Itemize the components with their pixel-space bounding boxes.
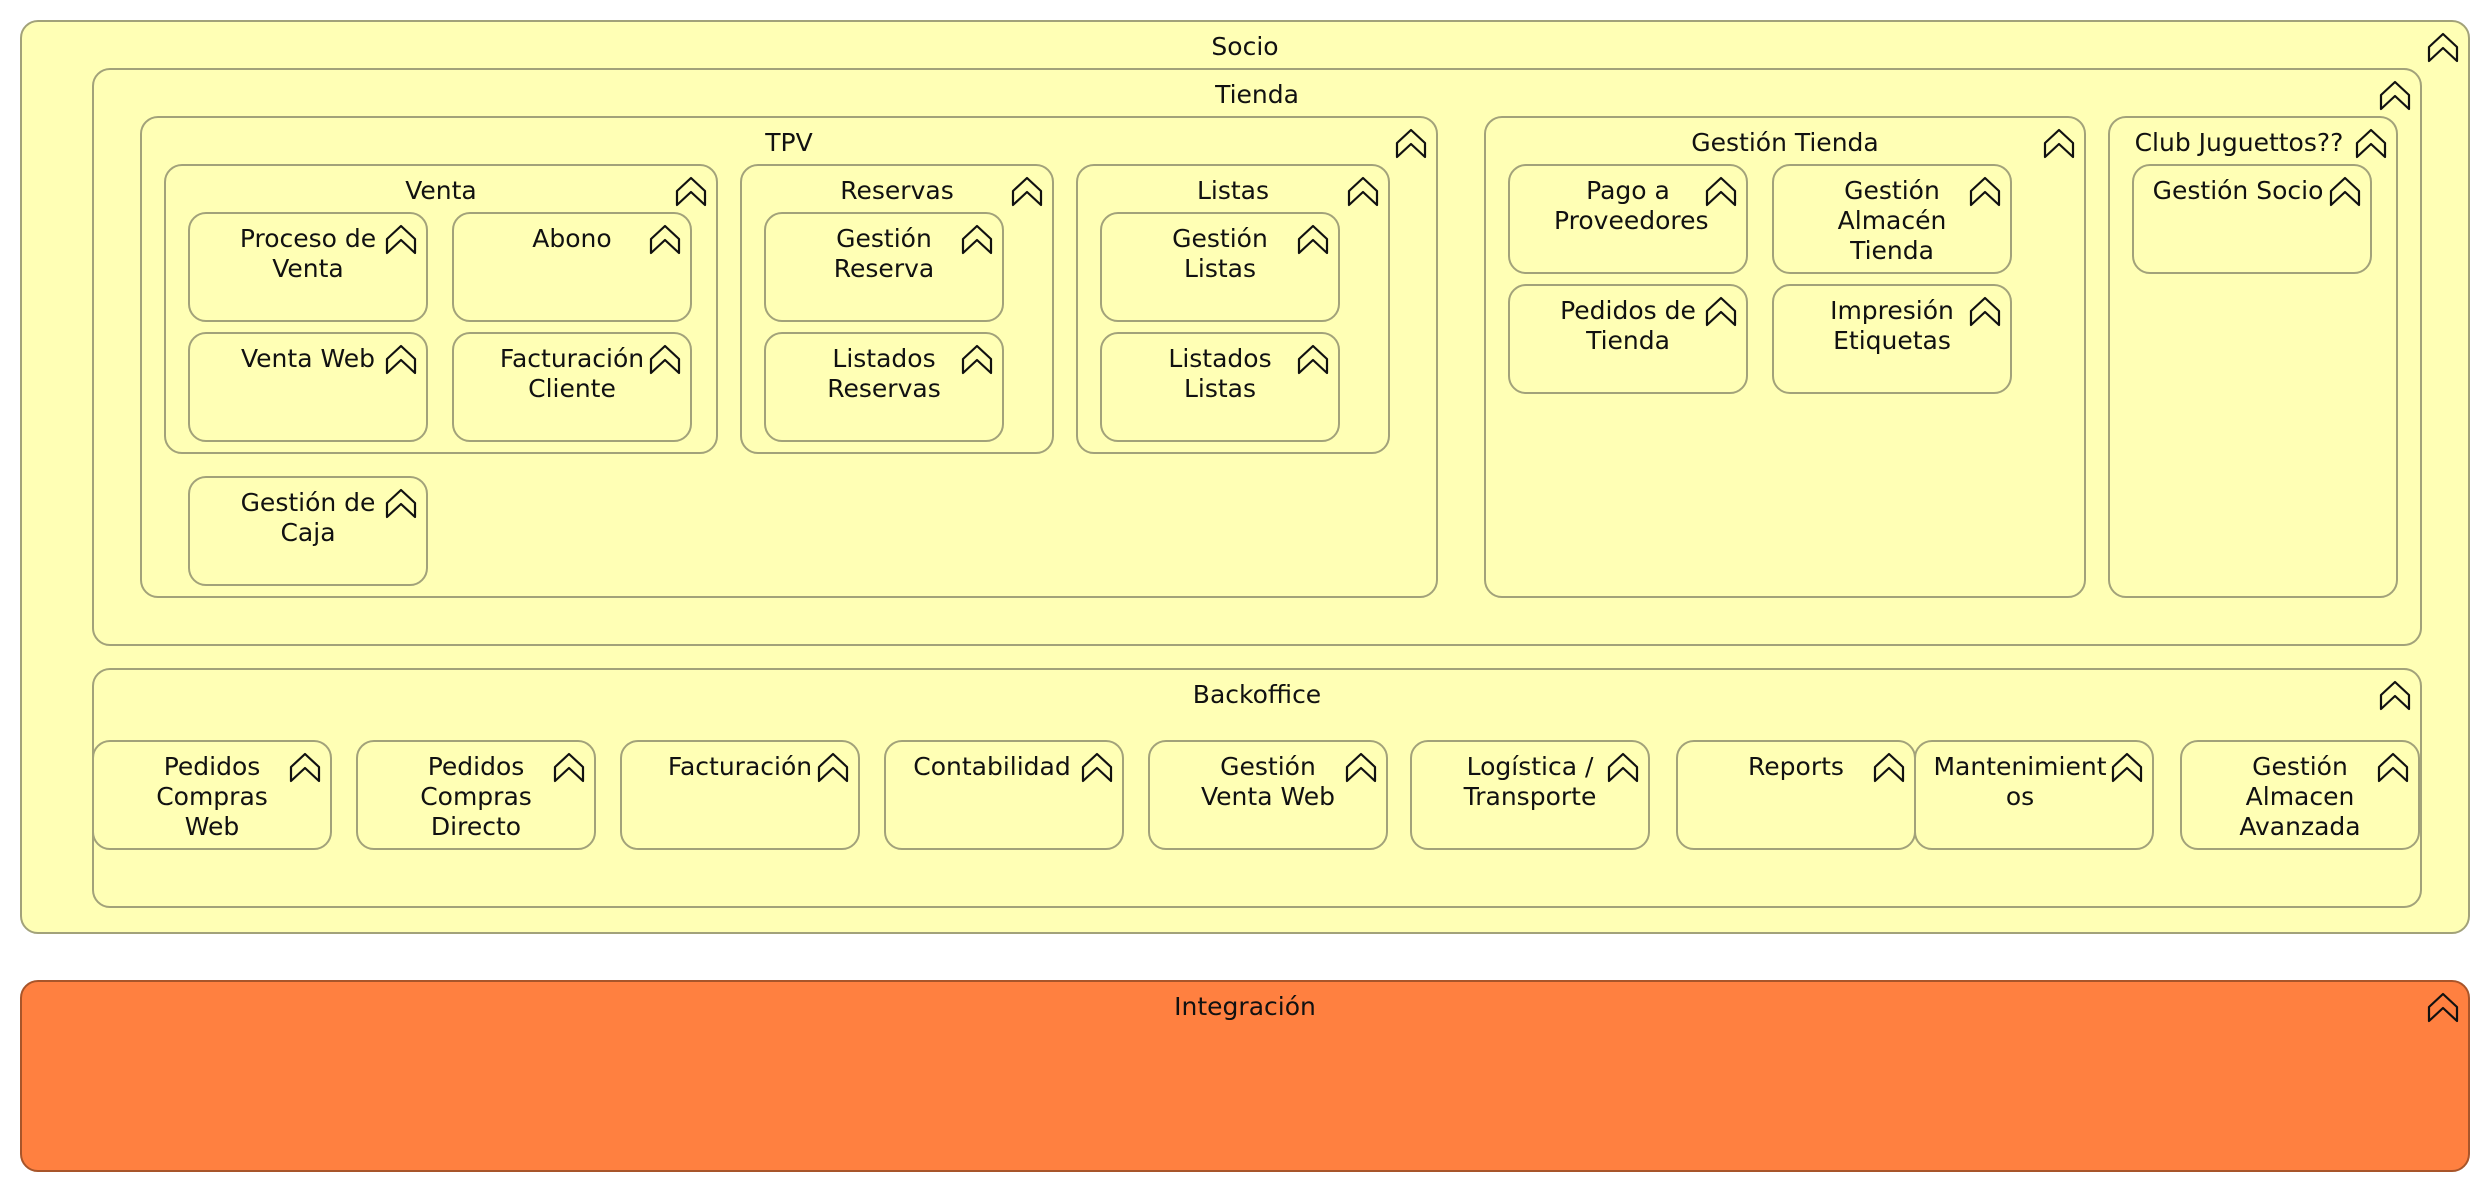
capability-icon [1344,750,1378,784]
capability-icon [1704,174,1738,208]
capability-gestion-listas[interactable]: Gestión Listas [1100,212,1340,322]
group-title: Listas [1196,176,1270,205]
capability-proceso-de-venta[interactable]: Proceso de Venta [188,212,428,322]
capability-label: Gestión Almacen Avanzada [2239,752,2361,841]
capability-listados-listas[interactable]: Listados Listas [1100,332,1340,442]
capability-icon [674,174,708,208]
capability-label: Logística / Transporte [1463,752,1597,811]
capability-icon [1968,174,2002,208]
capability-pedidos-compras-web[interactable]: Pedidos Compras Web [92,740,332,850]
capability-icon [648,342,682,376]
capability-icon [648,222,682,256]
capability-icon [960,342,994,376]
capability-icon [1010,174,1044,208]
capability-label: Listados Reservas [827,344,941,403]
capability-label: Reports [1748,752,1844,781]
capability-label: Facturación Cliente [499,344,645,403]
capability-facturacion[interactable]: Facturación [620,740,860,850]
capability-label: Pago a Proveedores [1554,176,1709,235]
capability-label: Gestión de Caja [240,488,376,547]
capability-gestion-de-caja[interactable]: Gestión de Caja [188,476,428,586]
capability-label: Listados Listas [1168,344,1272,403]
capability-icon [1080,750,1114,784]
capability-icon [2354,126,2388,160]
capability-label: Impresión Etiquetas [1830,296,1954,355]
group-title: Tienda [1215,80,1299,109]
capability-reports[interactable]: Reports [1676,740,1916,850]
capability-label: Pedidos de Tienda [1560,296,1696,355]
capability-venta-web[interactable]: Venta Web [188,332,428,442]
group-title: TPV [765,128,813,157]
capability-icon [384,222,418,256]
capability-icon [1704,294,1738,328]
capability-facturacion-cliente[interactable]: Facturación Cliente [452,332,692,442]
capability-icon [1872,750,1906,784]
capability-icon [2376,750,2410,784]
capability-gestion-almacen-avanzada[interactable]: Gestión Almacen Avanzada [2180,740,2420,850]
capability-abono[interactable]: Abono [452,212,692,322]
capability-label: Mantenimient os [1933,752,2107,811]
capability-icon [1296,342,1330,376]
capability-pedidos-compras-directo[interactable]: Pedidos Compras Directo [356,740,596,850]
capability-label: Pedidos Compras Directo [420,752,532,841]
capability-listados-reservas[interactable]: Listados Reservas [764,332,1004,442]
capability-contabilidad[interactable]: Contabilidad [884,740,1124,850]
capability-label: Gestión Listas [1172,224,1268,283]
capability-icon [1296,222,1330,256]
capability-icon [816,750,850,784]
capability-icon [2042,126,2076,160]
capability-icon [552,750,586,784]
group-integracion[interactable]: Integración [20,980,2470,1172]
capability-icon [2378,678,2412,712]
capability-icon [2328,174,2362,208]
capability-icon [2378,78,2412,112]
capability-icon [1968,294,2002,328]
capability-pago-a-proveedores[interactable]: Pago a Proveedores [1508,164,1748,274]
group-title: Club Juguettos?? [2134,128,2344,157]
capability-label: Gestión Socio [2152,176,2324,205]
capability-icon [2110,750,2144,784]
capability-icon [384,342,418,376]
capability-label: Facturación [667,752,813,781]
capability-icon [960,222,994,256]
capability-gestion-almacen-tienda[interactable]: Gestión Almacén Tienda [1772,164,2012,274]
capability-label: Gestión Reserva [833,224,935,283]
capability-label: Proceso de Venta [239,224,377,283]
capability-logistica-transporte[interactable]: Logística / Transporte [1410,740,1650,850]
capability-label: Gestión Venta Web [1201,752,1335,811]
capability-icon [2426,990,2460,1024]
capability-icon [2426,30,2460,64]
capability-label: Abono [532,224,612,253]
capability-pedidos-de-tienda[interactable]: Pedidos de Tienda [1508,284,1748,394]
group-title: Socio [1211,32,1279,61]
capability-icon [1606,750,1640,784]
capability-gestion-reserva[interactable]: Gestión Reserva [764,212,1004,322]
group-title: Venta [405,176,477,205]
capability-label: Gestión Almacén Tienda [1837,176,1947,265]
capability-gestion-socio[interactable]: Gestión Socio [2132,164,2372,274]
capability-gestion-venta-web[interactable]: Gestión Venta Web [1148,740,1388,850]
capability-icon [1394,126,1428,160]
group-title: Backoffice [1192,680,1322,709]
capability-mantenimientos[interactable]: Mantenimient os [1914,740,2154,850]
capability-icon [1346,174,1380,208]
capability-icon [288,750,322,784]
group-title: Gestión Tienda [1691,128,1879,157]
capability-label: Contabilidad [913,752,1071,781]
capability-label: Venta Web [241,344,375,373]
capability-icon [384,486,418,520]
capability-label: Pedidos Compras Web [156,752,268,841]
group-title: Reservas [840,176,954,205]
capability-impresion-etiquetas[interactable]: Impresión Etiquetas [1772,284,2012,394]
group-title: Integración [1174,992,1316,1021]
